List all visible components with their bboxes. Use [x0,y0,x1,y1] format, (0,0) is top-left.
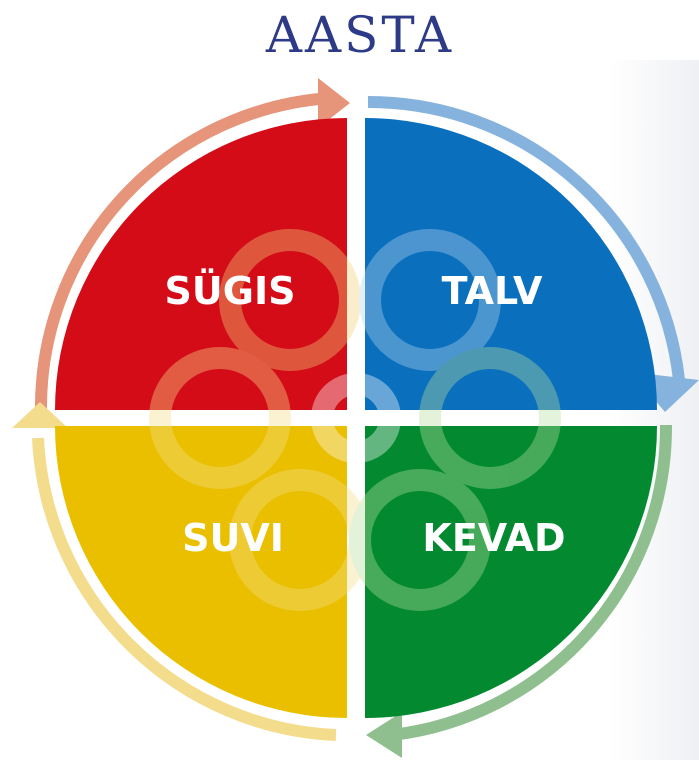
label-sugis: SÜGIS [165,269,296,313]
label-talv: TALV [442,269,543,313]
quadrant-talv [365,118,657,410]
arc-talv [367,95,685,381]
flower-icon [149,229,561,611]
quadrant-suvi [55,426,347,718]
arrow-head-suvi [12,402,68,428]
arc-sugis [34,92,332,411]
label-kevad: KEVAD [422,516,565,560]
arc-kevad [391,424,673,741]
arc-suvi [32,437,337,741]
page-title: AASTA [265,6,455,64]
label-suvi: SUVI [182,516,284,560]
arrow-head-kevad [366,712,402,758]
arrow-head-sugis [318,78,350,128]
quadrant-sugis [55,118,347,410]
quadrant-kevad [365,426,657,718]
